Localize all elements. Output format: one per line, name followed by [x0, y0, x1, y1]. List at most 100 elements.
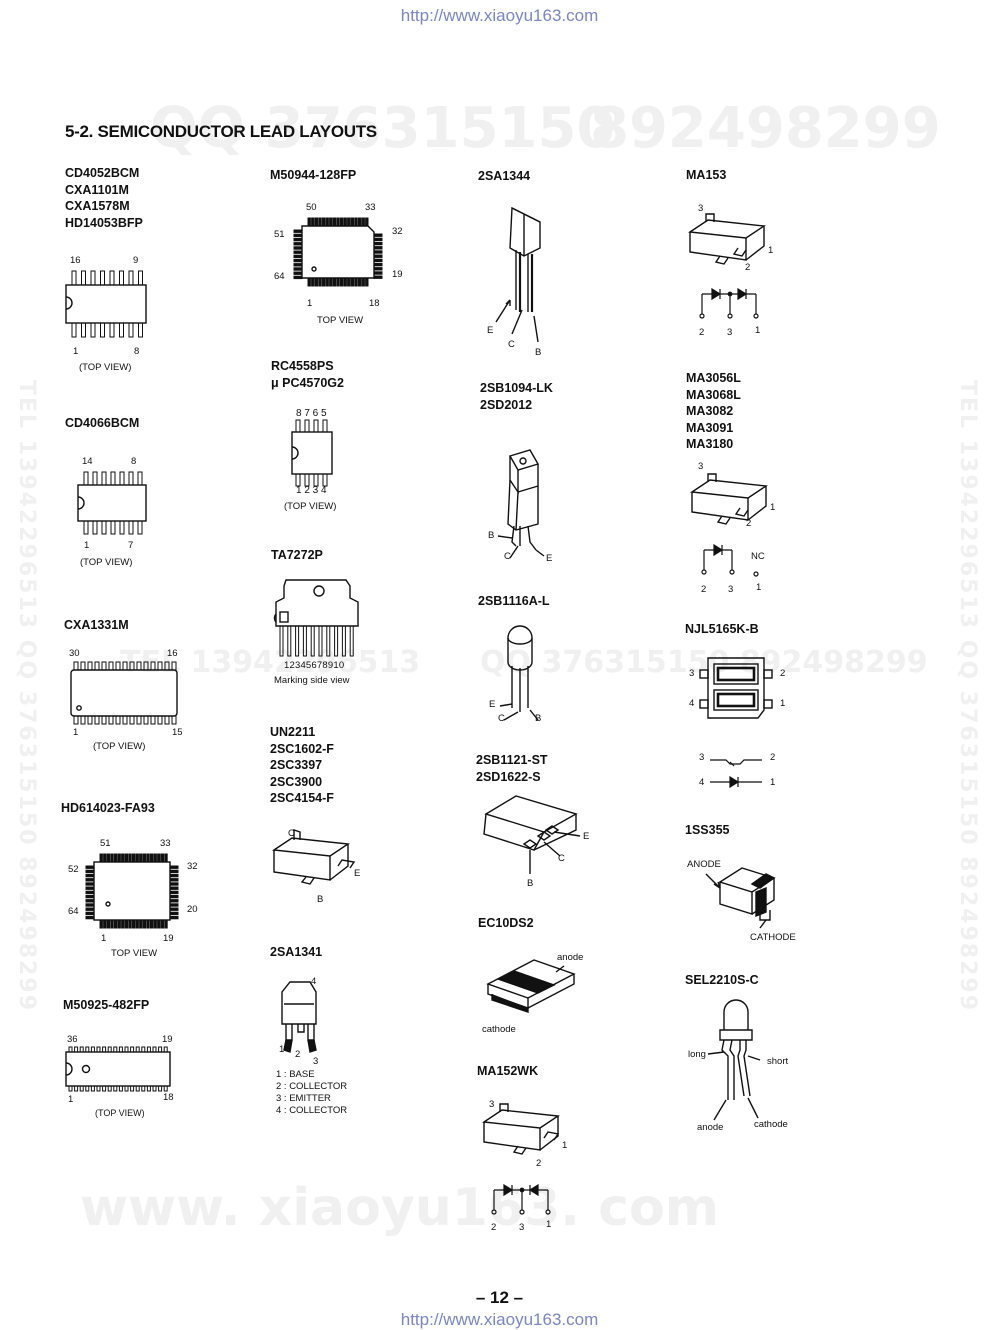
sel2210-labels: SEL2210S-C — [685, 972, 759, 989]
pin-label: 36 — [67, 1034, 78, 1045]
pin-label: 1 2 3 4 — [296, 485, 327, 496]
cd4066-labels: CD4066BCM — [65, 415, 139, 432]
ic-pin — [373, 262, 383, 267]
pin-label: 33 — [160, 838, 171, 849]
ic-pin — [110, 919, 114, 929]
ic-pin — [85, 886, 95, 890]
ic-pin — [85, 903, 95, 907]
ic-pin — [107, 1046, 112, 1053]
pin-label: B — [535, 713, 542, 724]
un2211-sot23-drawing — [272, 829, 356, 885]
ic-pin — [110, 853, 114, 863]
cxa1331-sop30-drawing — [70, 661, 178, 725]
pin-label: 1 — [780, 698, 786, 709]
sa1344-to92-drawing — [495, 206, 541, 343]
part-label: RC4558PS — [271, 359, 334, 373]
pin-label: 52 — [68, 864, 79, 875]
watermark-mid-right: QQ 376315150 892498299 — [480, 645, 928, 680]
footer-url[interactable]: http://www.xiaoyu163.com — [400, 1310, 599, 1329]
ic-pin — [293, 254, 303, 259]
ic-pin — [326, 625, 331, 657]
ic-pin — [318, 277, 322, 287]
ic-pin — [129, 715, 135, 725]
ic-pin — [85, 878, 95, 882]
part-label: CXA1101M — [65, 182, 129, 197]
ic-pin — [124, 1085, 129, 1092]
pin-label: 3 — [689, 668, 695, 679]
ic-pin — [121, 853, 125, 863]
ic-pin — [293, 246, 303, 250]
ic-pin — [110, 520, 116, 535]
ic-pin — [137, 520, 143, 535]
sa1341-dpak-drawing — [281, 981, 317, 1053]
ic-pin — [322, 419, 328, 433]
ic-pin — [163, 1046, 168, 1053]
ic-pin — [136, 661, 142, 671]
ic-pin — [293, 233, 303, 238]
ic-pin — [313, 419, 319, 433]
ss355-smd-diode-drawing — [705, 867, 776, 929]
ic-pin — [128, 270, 134, 286]
pin-label: C — [288, 828, 295, 839]
pin-label: C — [504, 551, 511, 562]
part-label: CXA1578M — [65, 199, 130, 213]
ic-pin — [169, 865, 179, 869]
hd614023-labels: HD614023-FA93 — [61, 800, 155, 817]
ic-pin — [334, 625, 339, 657]
pin-label: 1 — [73, 346, 79, 357]
legend-item: 3 : EMITTER — [276, 1093, 331, 1104]
watermark-bottom: www. xiaoyu163. com — [80, 1178, 719, 1238]
ic-pin — [71, 322, 77, 338]
part-label: MA3082 — [686, 404, 734, 418]
ic-pin — [329, 277, 333, 287]
ic-pin — [138, 322, 143, 338]
ic-pin — [83, 520, 89, 535]
pin-label: E — [354, 868, 361, 879]
part-label: EC10DS2 — [478, 916, 534, 930]
part-label: 2SA1341 — [270, 945, 323, 959]
ic-pin — [318, 217, 322, 227]
ic-pin — [94, 715, 100, 725]
pin-label: 9 — [133, 255, 139, 266]
part-label: 2SC4154-F — [270, 791, 334, 805]
ic-pin — [325, 277, 329, 287]
part-label: SEL2210S-C — [685, 973, 759, 987]
ic-pin — [124, 1046, 129, 1053]
ic-pin — [373, 275, 383, 279]
ic-pin — [304, 473, 310, 487]
pin-label: 14 — [82, 456, 93, 467]
ic-pin — [350, 277, 355, 287]
pin-label: 51 — [274, 229, 285, 240]
ic-pin — [153, 919, 157, 929]
pin-label: 4 — [311, 976, 317, 987]
ic-pin — [157, 661, 163, 671]
pin-label: 64 — [68, 906, 79, 917]
pin-label: 12345678910 — [284, 660, 345, 671]
pin-label: 16 — [167, 648, 178, 659]
header-url[interactable]: http://www.xiaoyu163.com — [400, 6, 599, 25]
pin-label: 33 — [365, 202, 376, 213]
pin-label: 32 — [392, 226, 403, 237]
ic-pin — [157, 853, 161, 863]
ic-pin — [135, 1085, 140, 1092]
ic-pin — [108, 661, 114, 671]
ic-pin — [329, 217, 333, 227]
ic-pin — [94, 661, 100, 671]
ic-pin — [139, 853, 143, 863]
part-label: 2SB1094-LK — [480, 381, 553, 395]
ic-pin — [96, 1085, 101, 1092]
ic-pin — [90, 270, 96, 286]
pin-label: E — [489, 699, 496, 710]
legend-item: 1 : BASE — [276, 1069, 315, 1080]
ic-pin — [157, 919, 161, 929]
pin-label: 2 — [746, 518, 752, 529]
pin-label: 1 — [755, 325, 761, 336]
ic-pin — [118, 1046, 123, 1053]
sa1344-labels: 2SA1344 — [478, 168, 530, 185]
ic-pin — [110, 471, 116, 486]
view-caption: (TOP VIEW) — [95, 1108, 145, 1118]
ic-pin — [293, 267, 303, 271]
ic-pin — [361, 277, 365, 287]
ic-pin — [169, 882, 179, 886]
ic-pin — [354, 277, 358, 287]
